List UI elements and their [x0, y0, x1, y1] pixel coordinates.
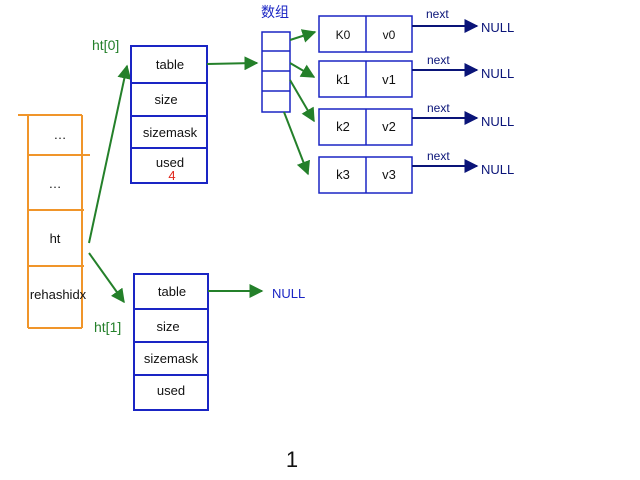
entry0-next-label: next [426, 7, 449, 21]
bucket-to-entry2-arrow [289, 79, 315, 123]
entry-value: v2 [382, 119, 396, 134]
ht0-used-value: 4 [168, 168, 175, 183]
entry2-next-label: next [427, 101, 450, 115]
bucket-to-entry3-arrow [283, 111, 310, 176]
entry1-next-label: next [427, 53, 450, 67]
dict-entry-3: k3 v3 [318, 156, 413, 194]
ht0-struct: table size sizemask used 4 [130, 45, 208, 184]
ht1-table-null: NULL [272, 286, 305, 301]
bucket-to-entry1-arrow [289, 62, 316, 78]
entry0-next-null: NULL [481, 20, 514, 35]
dict-rehashidx-label: rehashidx [30, 287, 87, 302]
entry3-next-label: next [427, 149, 450, 163]
ht1-pointer-arrow [88, 252, 125, 304]
dict-entry-1: k1 v1 [318, 60, 413, 98]
entry2-next-null: NULL [481, 114, 514, 129]
page-number: 1 [286, 447, 298, 472]
ht1-field-size: size [156, 319, 179, 334]
ht0-field-used: used [156, 155, 184, 170]
entry-value: v3 [382, 167, 396, 182]
table-to-buckets-arrow [206, 56, 259, 71]
ht0-pointer-arrow [88, 64, 132, 244]
ht1-struct: table size sizemask used [133, 273, 209, 411]
ht0-field-size: size [154, 92, 177, 107]
ht1-field-table: table [158, 284, 186, 299]
entry1-next-null: NULL [481, 66, 514, 81]
entry-key: k1 [336, 72, 350, 87]
dict-ht-label: ht [50, 231, 61, 246]
dict-entry-2: k2 v2 [318, 108, 413, 146]
bucket-array [261, 31, 291, 113]
entry3-next-null: NULL [481, 162, 514, 177]
ht0-field-table: table [156, 57, 184, 72]
entry-key: k3 [336, 167, 350, 182]
bucket-array-label: 数组 [261, 4, 289, 20]
entry-value: v1 [382, 72, 396, 87]
bucket-to-entry0-arrow [289, 29, 317, 43]
ht1-label: ht[1] [94, 319, 121, 335]
entry-value: v0 [383, 28, 396, 42]
ht0-label: ht[0] [92, 37, 119, 53]
entry-key: K0 [336, 28, 351, 42]
dict-entry-0: K0 v0 [318, 15, 413, 53]
ht1-field-used: used [157, 383, 185, 398]
ht0-field-sizemask: sizemask [143, 125, 198, 140]
dict-struct: … … ht rehashidx [18, 114, 90, 329]
dict-row-label: … [49, 176, 62, 191]
entry-key: k2 [336, 119, 350, 134]
ht1-field-sizemask: sizemask [144, 351, 199, 366]
dict-row-label: … [54, 127, 67, 142]
